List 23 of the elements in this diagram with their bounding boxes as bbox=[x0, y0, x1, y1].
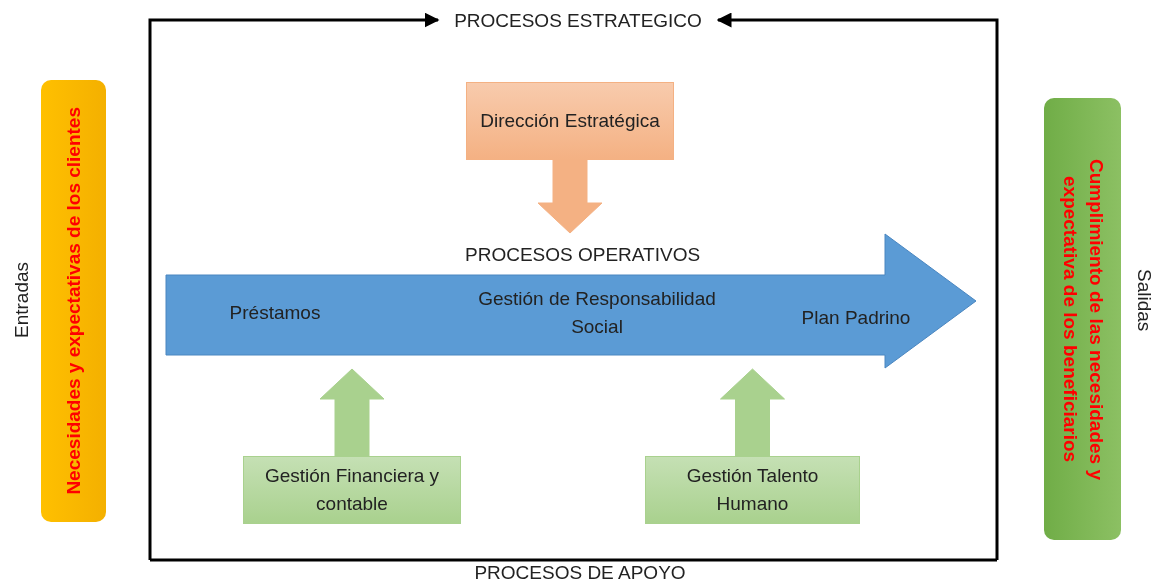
section-heading: PROCESOS ESTRATEGICO bbox=[453, 9, 703, 33]
side-label: Entradas bbox=[10, 261, 33, 341]
input-bar bbox=[41, 80, 106, 522]
process-label: Gestión de Responsabilidad Social bbox=[477, 287, 717, 339]
section-heading: PROCESOS OPERATIVOS bbox=[465, 243, 701, 267]
bar-text: Necesidades y expectativas de los clientes bbox=[61, 107, 85, 495]
process-label: Préstamos bbox=[228, 301, 322, 325]
side-label: Salidas bbox=[1133, 267, 1156, 334]
output-bar bbox=[1044, 98, 1121, 540]
section-heading: PROCESOS DE APOYO bbox=[473, 562, 687, 584]
block-arrow bbox=[319, 368, 385, 457]
block-arrow bbox=[720, 368, 785, 457]
process-box bbox=[645, 456, 860, 524]
box-label: Gestión Financiera y contable bbox=[263, 464, 441, 516]
bar-text: Cumplimiento de las necesidades y expectativa de los beneficiarios bbox=[1058, 157, 1108, 482]
arrow bbox=[716, 12, 999, 560]
process-box bbox=[243, 456, 461, 524]
process-box bbox=[466, 82, 674, 160]
process-label: Plan Padrino bbox=[800, 306, 912, 330]
block-arrow bbox=[537, 159, 603, 234]
arrow bbox=[148, 12, 440, 560]
box-label: Gestión Talento Humano bbox=[685, 464, 820, 516]
box-label: Dirección Estratégica bbox=[479, 109, 661, 133]
